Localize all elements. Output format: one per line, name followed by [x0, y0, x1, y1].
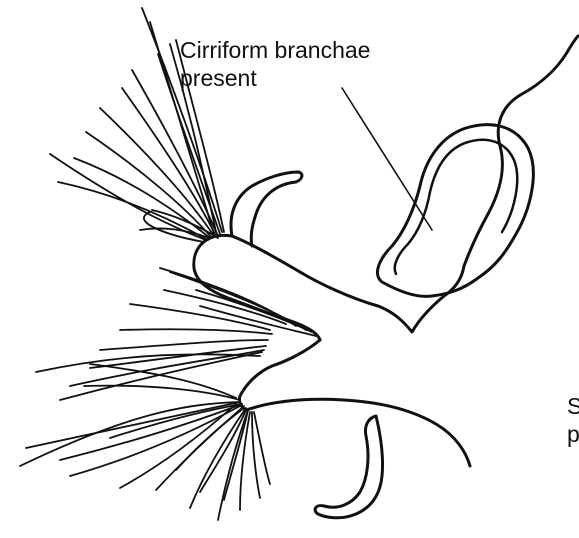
branchial-lobe [377, 125, 533, 297]
lower-cirri-tuft [20, 364, 270, 520]
dorsal-cirrus [231, 172, 302, 246]
label-line-1: Cirriform branchae [180, 36, 370, 64]
partial-label-line-2: p [567, 420, 579, 448]
partial-label-line-1: S [567, 392, 579, 420]
partial-label: S p [567, 392, 579, 448]
long-strand [464, 36, 578, 266]
ventral-cirrus [315, 416, 382, 518]
middle-cirri-tuft [36, 268, 316, 400]
cirriform-branchae-label: Cirriform branchae present [180, 36, 370, 92]
ventral-contour [246, 399, 470, 466]
label-line-2: present [180, 64, 370, 92]
label-leader-line [342, 88, 432, 230]
